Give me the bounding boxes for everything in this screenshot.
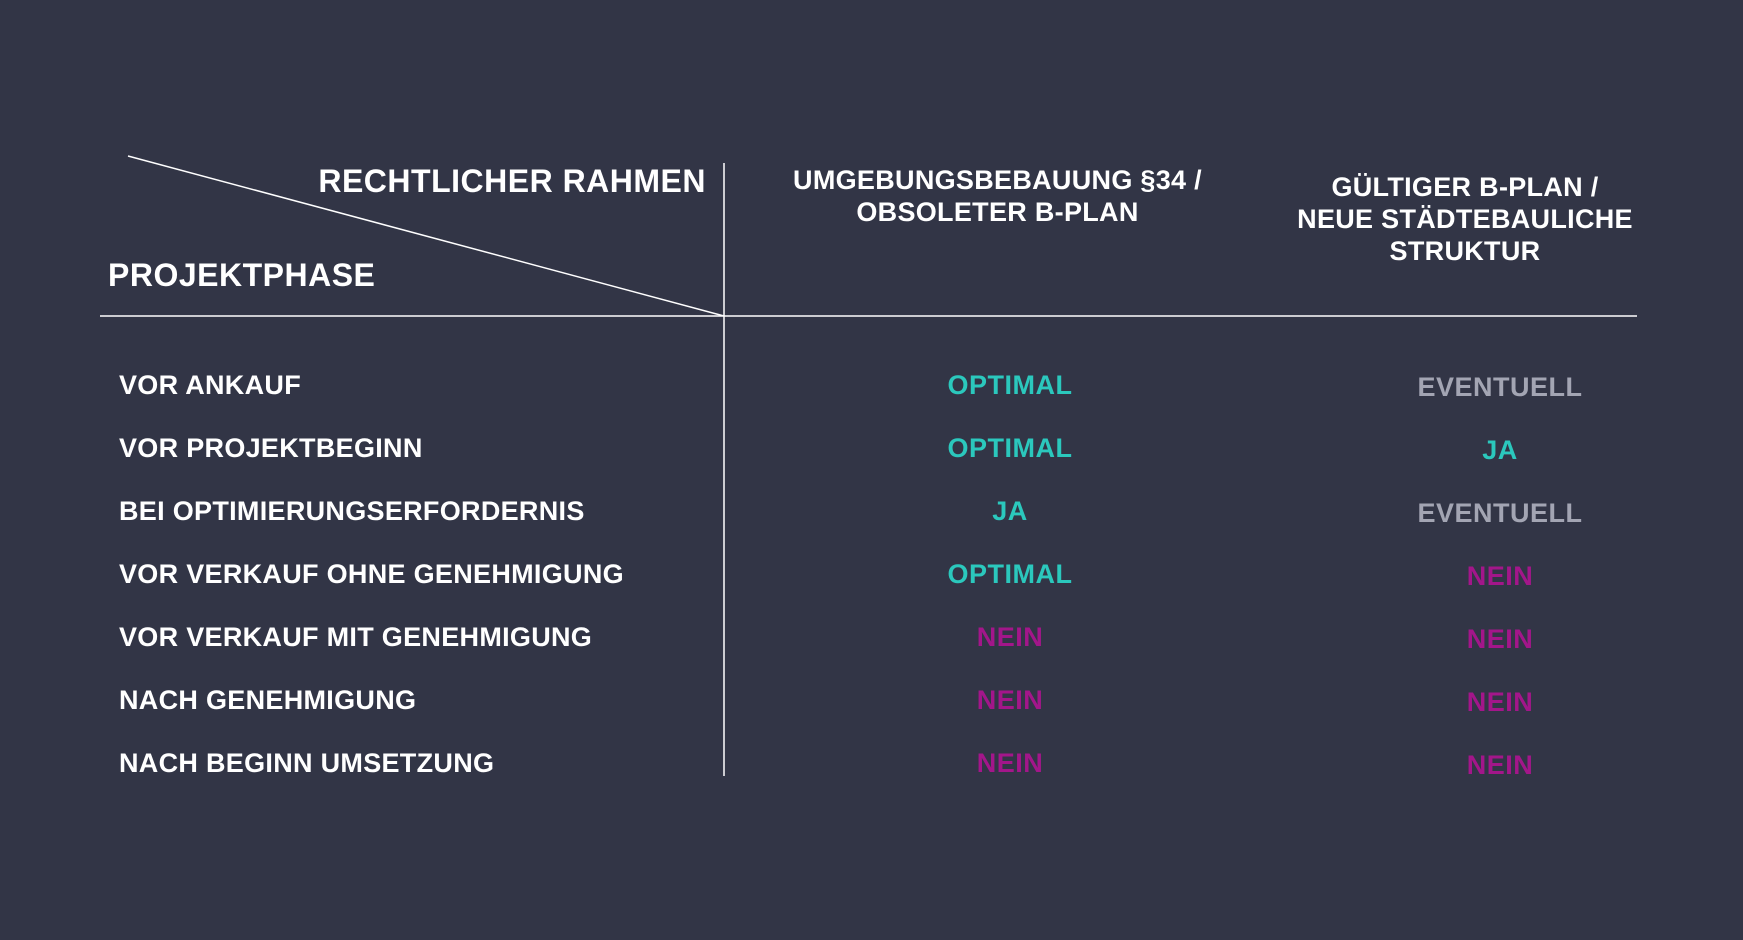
column-header-line: OBSOLETER B-PLAN [856,197,1139,227]
cell-value-ja: JA [992,496,1028,526]
column-header-line: NEUE STÄDTEBAULICHE [1297,204,1633,234]
row-phase-label: NACH BEGINN UMSETZUNG [119,748,495,778]
cell-value-optimal: OPTIMAL [947,433,1073,463]
cell-value-eventuell: EVENTUELL [1417,498,1583,528]
row-phase-label: BEI OPTIMIERUNGSERFORDERNIS [119,496,585,526]
column-header-line: STRUKTUR [1389,236,1541,266]
cell-value-nein: NEIN [976,685,1044,715]
cell-value-nein: NEIN [976,748,1044,778]
cell-value-nein: NEIN [1466,561,1534,591]
column-header-valid-development-plan: GÜLTIGER B-PLAN / NEUE STÄDTEBAULICHE ST… [1265,171,1665,267]
row-phase-label: VOR VERKAUF OHNE GENEHMIGUNG [119,559,624,589]
corner-label-project-phase: PROJEKTPHASE [108,257,376,293]
row-phase-label: VOR VERKAUF MIT GENEHMIGUNG [119,622,593,652]
corner-diagonal-line [127,155,725,317]
row-phase-label: NACH GENEHMIGUNG [119,685,417,715]
cell-value-nein: NEIN [1466,624,1534,654]
column-header-line: UMGEBUNGSBEBAUUNG §34 / [793,165,1202,195]
row-phase-label: VOR ANKAUF [119,370,301,400]
cell-value-optimal: OPTIMAL [947,370,1073,400]
cell-value-nein: NEIN [976,622,1044,652]
cell-value-eventuell: EVENTUELL [1417,372,1583,402]
cell-value-nein: NEIN [1466,687,1534,717]
column-header-surrounding-development: UMGEBUNGSBEBAUUNG §34 / OBSOLETER B-PLAN [770,164,1225,228]
column-header-line: GÜLTIGER B-PLAN / [1331,172,1599,202]
cell-value-optimal: OPTIMAL [947,559,1073,589]
corner-label-legal-framework: RECHTLICHER RAHMEN [318,163,706,199]
cell-value-ja: JA [1482,435,1518,465]
row-phase-label: VOR PROJEKTBEGINN [119,433,423,463]
cell-value-nein: NEIN [1466,750,1534,780]
